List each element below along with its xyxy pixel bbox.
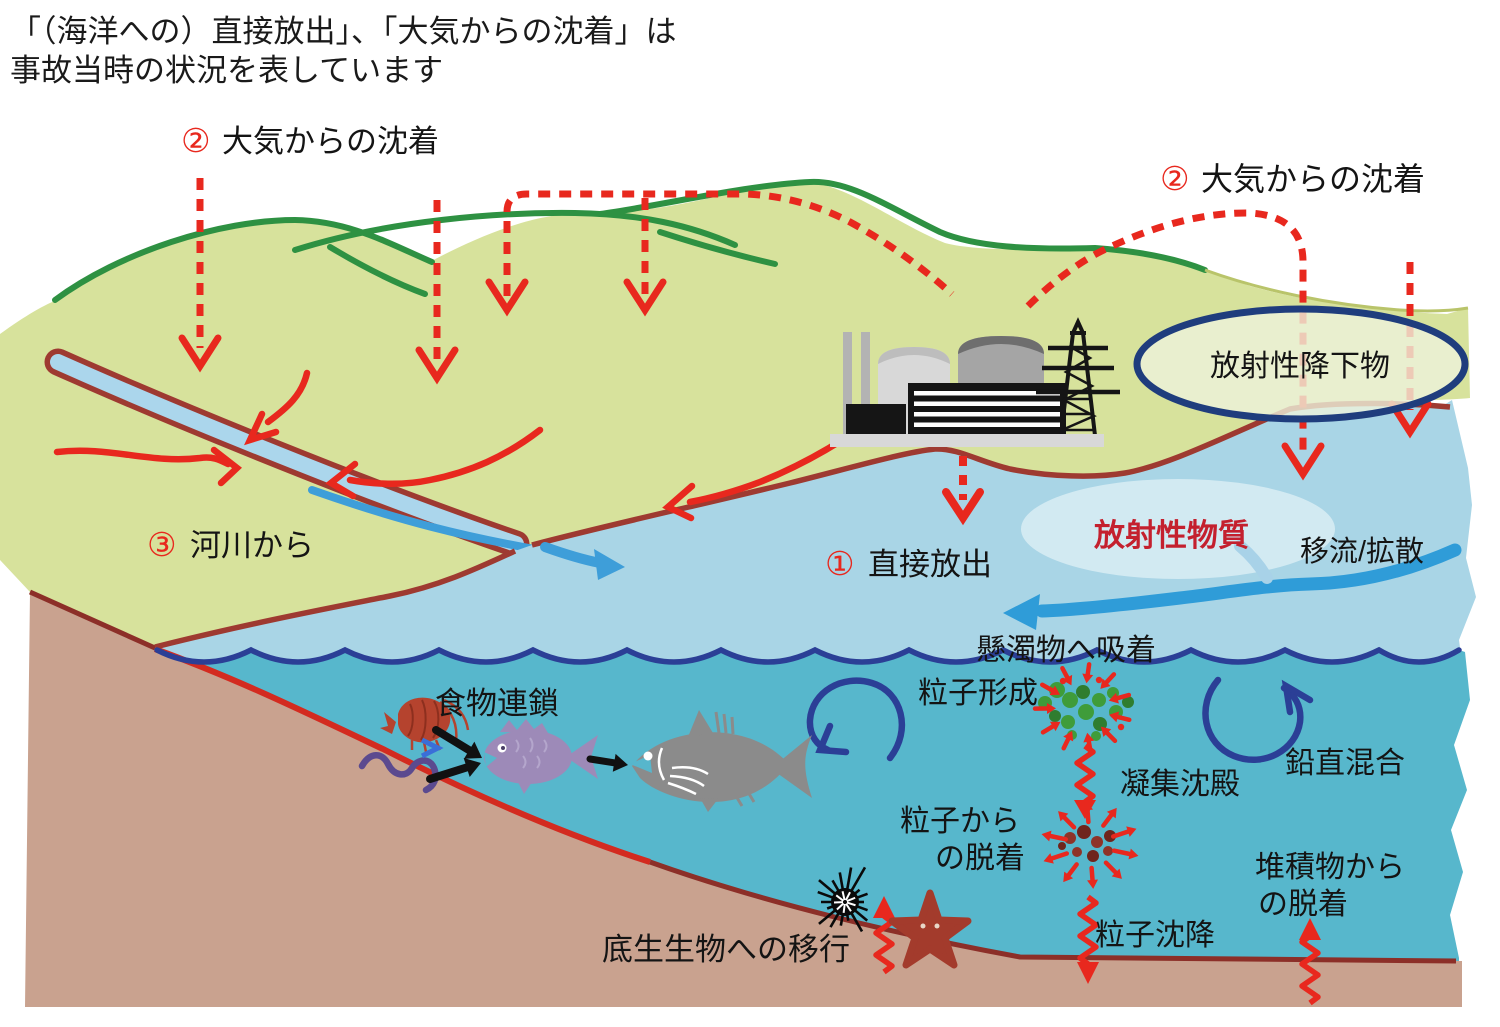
aggregation-zigzag-arrow — [1074, 743, 1096, 819]
aggregation-label: 凝集沈殿 — [1120, 768, 1240, 801]
arrowhead — [485, 278, 529, 317]
chimney-1 — [843, 332, 852, 436]
starfish-icon — [888, 889, 972, 969]
benthic-label: 底生生物への移行 — [602, 932, 850, 967]
small-fish-icon — [484, 719, 598, 794]
transmission-tower-icon — [1036, 317, 1120, 445]
advection-arrow-drop — [1234, 540, 1273, 584]
river-label: 河川から — [190, 528, 314, 563]
arrowhead — [415, 346, 459, 385]
building-stripes — [914, 391, 1060, 427]
sediment-desorption-zigzag-arrow — [1299, 918, 1321, 1006]
nuclear-plant-icon — [830, 317, 1120, 447]
particle-desorption-label-2: の脱着 — [935, 842, 1025, 875]
food-chain-label: 食物連鎖 — [435, 686, 559, 721]
chimney-2 — [861, 332, 870, 436]
atm-dep-right-label: 大気からの沈着 — [1201, 161, 1425, 197]
note-line-2: 事故当時の状況を表しています — [10, 53, 443, 88]
ridge-1 — [52, 216, 435, 303]
particle-formation-cluster — [1032, 662, 1134, 754]
large-fish-icon — [630, 710, 812, 812]
arrowhead — [1388, 400, 1432, 439]
plankton-arrow-icon — [420, 737, 444, 759]
arrowhead — [623, 278, 667, 317]
sediment-desorption-label-1: 堆積物から — [1255, 851, 1405, 884]
land — [0, 182, 1470, 647]
particle-desorption-label-1: 粒子から — [900, 805, 1020, 838]
land-edge-thin — [1204, 268, 1469, 313]
radioactive-plume — [1003, 479, 1462, 630]
sea-surface-wave-line — [154, 646, 1462, 665]
sediment — [25, 592, 1462, 1007]
advection-label: 移流/拡散 — [1300, 535, 1424, 568]
runoff-arrow-3-head — [325, 460, 359, 500]
direct-release-number: ① — [825, 545, 855, 582]
arrowhead — [1281, 442, 1325, 481]
sediment-left-edge — [28, 589, 157, 651]
atm-dep-left-number: ② — [181, 122, 211, 159]
turbine-building — [846, 404, 906, 435]
advection-arrow — [1035, 543, 1462, 618]
runoff-arrow-2 — [53, 447, 232, 468]
runoff-arrow-2-head — [210, 446, 242, 487]
plant-platform — [830, 434, 1104, 447]
vertical-mixing-label: 鉛直混合 — [1285, 747, 1405, 780]
sea-urchin-icon — [817, 866, 869, 933]
coastline-left — [154, 548, 517, 650]
ridge-2 — [292, 209, 738, 253]
atmospheric-deposition-arrows — [178, 178, 1432, 526]
labels: 「（海洋への）直接放出」、「大気からの沈着」は 事故当時の状況を表しています ②… — [10, 14, 1425, 967]
sediment-desorption-label-2: の脱着 — [1258, 888, 1348, 921]
runoff-arrow-1 — [264, 369, 311, 426]
advection-arrowhead — [1003, 594, 1040, 630]
settling-label: 粒子沈降 — [1095, 919, 1215, 952]
formation-label: 粒子形成 — [918, 677, 1038, 710]
tank-2-cap — [958, 336, 1044, 354]
river-outflow-arrow — [540, 542, 625, 580]
ridge-1b — [327, 244, 428, 297]
runoff-arrow-1-head — [243, 410, 280, 446]
eddy-left-icon — [806, 677, 906, 762]
adsorption-label: 懸濁物へ吸着 — [976, 634, 1156, 667]
atm-dep-left-label: 大気からの沈着 — [222, 124, 439, 159]
plume-arc-right — [1025, 209, 1307, 450]
particle-desorption-cluster — [1041, 801, 1139, 889]
food-chain-arrows — [426, 726, 628, 783]
mountain-ridges — [52, 178, 1208, 303]
arrowhead — [942, 488, 984, 526]
note-line-1: 「（海洋への）直接放出」、「大気からの沈着」は — [10, 14, 677, 49]
river-current — [308, 486, 549, 555]
fallout-ellipse: 放射性降下物 — [1133, 305, 1469, 423]
river-number: ③ — [147, 526, 177, 563]
eddy-right-icon — [1202, 676, 1314, 764]
radioactive-material-label: 放射性物質 — [1093, 518, 1249, 553]
direct-release-label: 直接放出 — [868, 547, 992, 582]
plume-arc-left — [503, 190, 955, 297]
atm-dep-right-number: ② — [1160, 160, 1190, 197]
runoff-arrow-3 — [346, 426, 544, 487]
ridge-3 — [597, 178, 1208, 273]
tank-1-cap — [878, 347, 950, 364]
sediment-slope-line — [153, 646, 651, 865]
runoff-arrow-4-head — [662, 482, 696, 522]
fallout-label: 放射性降下物 — [1210, 350, 1390, 383]
arrowhead — [178, 334, 222, 373]
settling-zigzag-arrow — [1077, 894, 1099, 984]
ridge-2b — [657, 229, 778, 267]
